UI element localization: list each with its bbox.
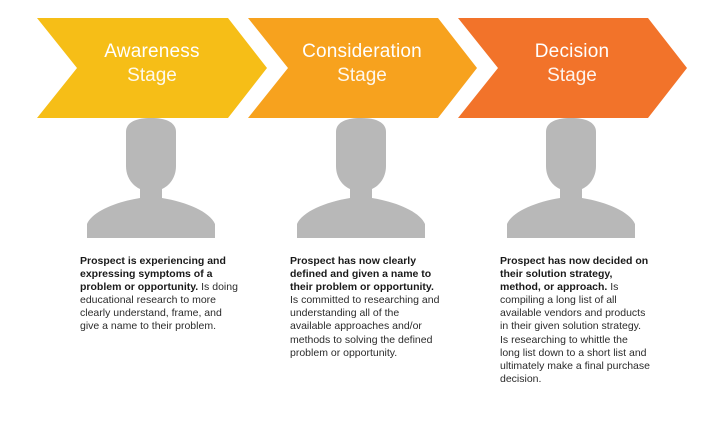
stage-label-awareness: Awareness Stage <box>52 40 252 88</box>
chevron-consideration <box>248 18 477 118</box>
description-text: Is doing educational research to more cl… <box>80 281 238 333</box>
stage-description-awareness: Prospect is experiencing and expressing … <box>80 255 240 334</box>
description-text: Is compiling a long list of all availabl… <box>500 281 650 385</box>
chevron-awareness <box>37 18 267 118</box>
person-icon <box>291 118 431 238</box>
stage-label-decision: Decision Stage <box>472 40 672 88</box>
description-bold: Prospect is experiencing and expressing … <box>80 255 226 294</box>
stage-chevrons <box>0 0 720 130</box>
stage-description-consideration: Prospect has now clearly defined and giv… <box>290 255 440 360</box>
description-bold: Prospect has now clearly defined and giv… <box>290 255 434 294</box>
stage-word: Stage <box>337 65 387 86</box>
stage-word: Stage <box>547 65 597 86</box>
chevron-graphic <box>37 18 687 118</box>
chevron-decision <box>458 18 687 118</box>
description-bold: Prospect has now decided on their soluti… <box>500 255 649 294</box>
stage-name: Consideration <box>302 41 422 62</box>
person-icon <box>501 118 641 238</box>
stage-label-consideration: Consideration Stage <box>262 40 462 88</box>
description-text: Is committed to researching and understa… <box>290 294 440 359</box>
stage-name: Decision <box>534 41 610 62</box>
stage-word: Stage <box>127 65 177 86</box>
stage-description-decision: Prospect has now decided on their soluti… <box>500 255 650 386</box>
person-icon <box>81 118 221 238</box>
stage-name: Awareness <box>104 41 200 62</box>
